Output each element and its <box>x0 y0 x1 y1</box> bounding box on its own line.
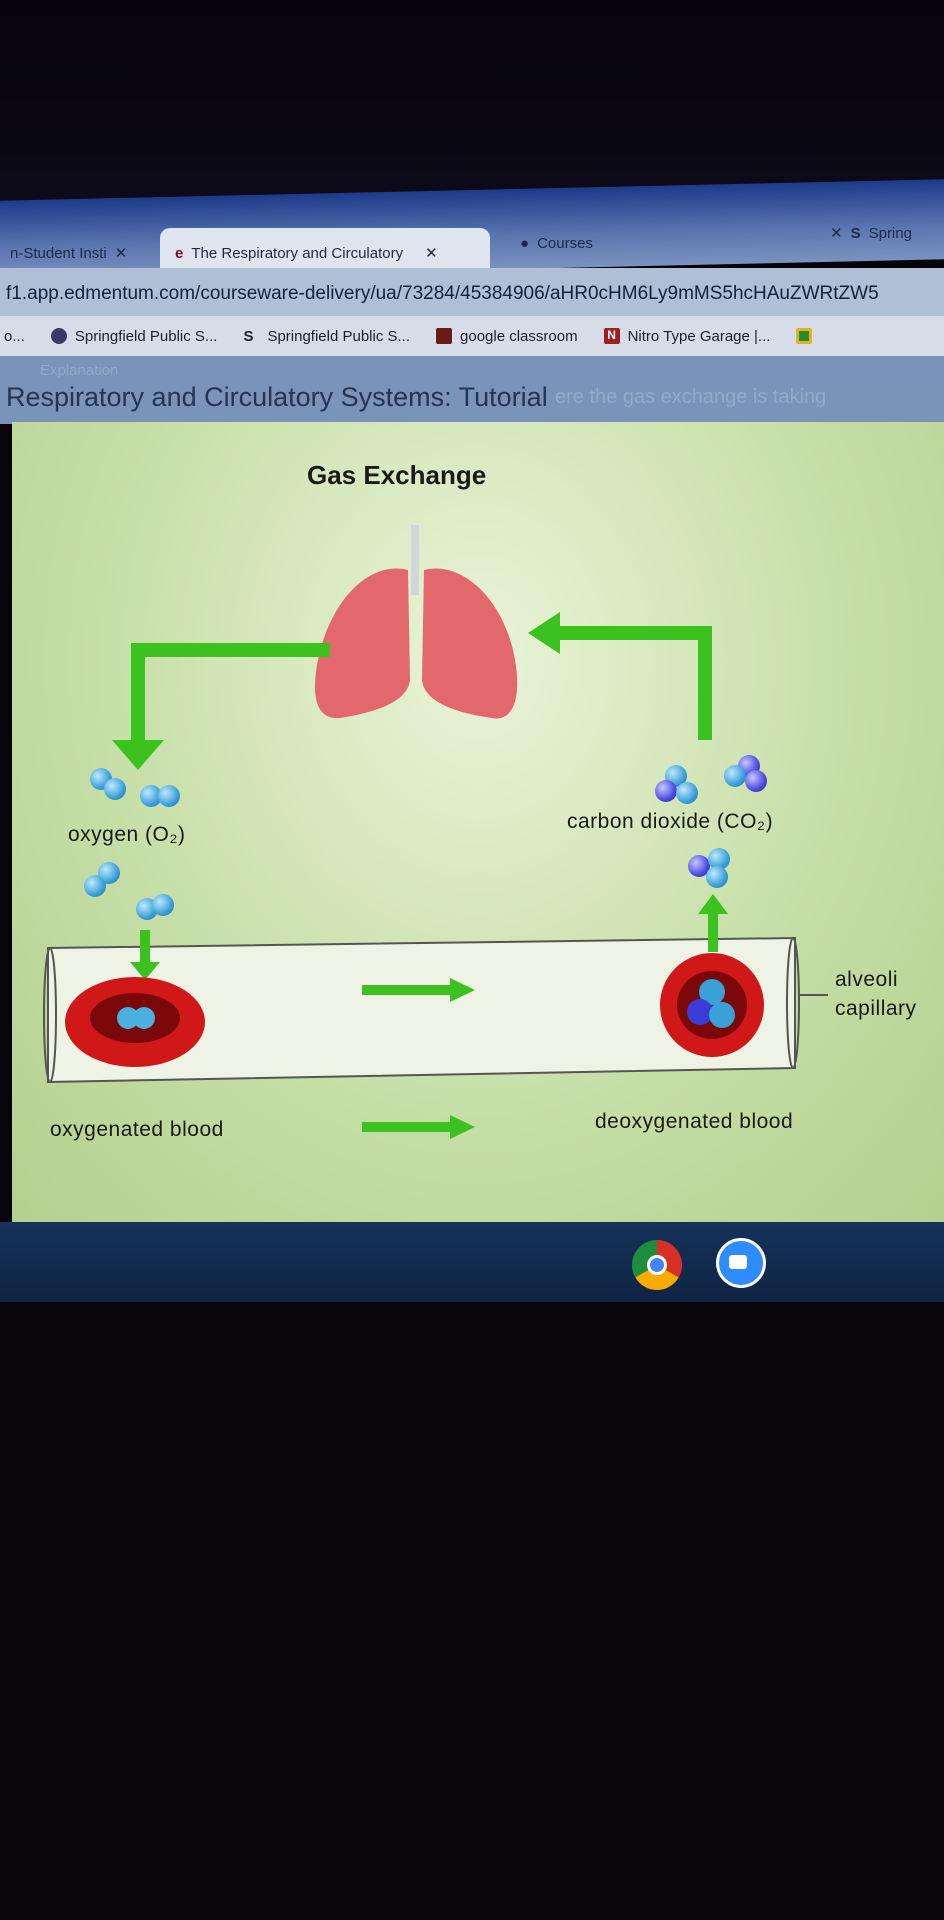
page-header <box>0 356 944 424</box>
lungs-illustration <box>314 525 518 719</box>
tab-respiratory[interactable]: e The Respiratory and Circulatory ✕ <box>165 236 448 270</box>
red-blood-cell-deoxygenated <box>660 953 764 1057</box>
oxygen-molecule <box>158 785 180 807</box>
oxygen-molecule <box>140 785 162 807</box>
sps-icon: S <box>850 224 861 242</box>
bookmark-springfield-2[interactable]: S Springfield Public S... <box>243 327 411 346</box>
url-text: f1.app.edmentum.com/courseware-delivery/… <box>6 283 879 304</box>
flow-arrow-top <box>362 978 475 1002</box>
deoxygenated-blood-label: deoxygenated blood <box>595 1110 794 1133</box>
co2-path-arrow <box>560 626 712 740</box>
co2-molecule <box>688 855 710 877</box>
oxygenated-blood-label: oxygenated blood <box>50 1118 224 1141</box>
classroom-icon <box>436 328 453 344</box>
faded-text: ere the gas exchange is taking <box>555 386 827 408</box>
bookmark-label: o... <box>4 327 25 345</box>
tab-courses[interactable]: ● Courses <box>510 226 603 260</box>
explanation-label: Explanation <box>40 362 119 379</box>
tab-label: n-Student Insti <box>10 244 107 262</box>
flow-arrow-bottom <box>362 1115 475 1139</box>
oxygen-label: oxygen (O₂) <box>68 823 186 846</box>
diagram-graphics <box>43 525 828 1139</box>
courses-icon: ● <box>520 234 530 252</box>
close-icon[interactable]: ✕ <box>830 225 843 242</box>
co2-molecule <box>745 770 767 792</box>
nitro-icon: N <box>603 328 620 344</box>
co2-molecule <box>676 782 698 804</box>
co2-molecule <box>655 780 677 802</box>
alveoli-label: alveoli <box>835 968 899 991</box>
arrow-down-icon <box>130 962 160 980</box>
tab-label: Spring <box>868 224 912 242</box>
co2-molecule <box>724 765 746 787</box>
capillary-tube <box>43 936 828 1084</box>
arrow-up-icon <box>698 894 728 914</box>
tab-active-bg <box>160 228 490 268</box>
os-shelf <box>0 1222 944 1302</box>
arrow-left-icon <box>528 612 560 654</box>
bookmark-springfield-1[interactable]: Springfield Public S... <box>50 327 218 345</box>
bookmark-0[interactable]: o... <box>4 328 25 345</box>
oxygen-molecule <box>104 778 126 800</box>
bookmark-label: google classroom <box>460 327 578 345</box>
oxygen-molecule <box>98 862 120 884</box>
oxygen-path-arrow <box>131 643 330 740</box>
arrow-down-shaft <box>140 930 150 964</box>
oxygen-molecule <box>152 894 174 916</box>
bookmark-nitro-type[interactable]: N Nitro Type Garage |... <box>603 327 771 345</box>
page-title: Respiratory and Circulatory Systems: Tut… <box>6 382 548 412</box>
bookmark-extra[interactable] <box>796 328 813 344</box>
bookmark-label: Nitro Type Garage |... <box>627 327 771 345</box>
tab-label: Courses <box>537 234 593 252</box>
close-icon[interactable]: ✕ <box>425 245 438 262</box>
badge-icon <box>50 328 67 344</box>
co2-molecule <box>706 866 728 888</box>
co2-label: carbon dioxide (CO₂) <box>567 810 774 833</box>
diagram-title: Gas Exchange <box>307 460 487 490</box>
bookmarks-bar: o... Springfield Public S... S Springfiel… <box>0 316 944 356</box>
arrow-up-shaft <box>708 912 718 952</box>
sps-icon: S <box>243 328 254 345</box>
capillary-label: capillary <box>835 997 917 1020</box>
arrow-down-icon <box>112 740 164 770</box>
zoom-icon[interactable] <box>716 1238 766 1288</box>
gas-exchange-diagram <box>12 422 944 1222</box>
co2-molecule <box>708 848 730 870</box>
bookmark-google-classroom[interactable]: google classroom <box>436 328 578 345</box>
chrome-icon[interactable] <box>632 1240 682 1290</box>
close-icon[interactable]: ✕ <box>114 245 128 262</box>
tab-student[interactable]: n-Student Insti ✕ <box>0 236 137 270</box>
extension-icon <box>796 328 813 344</box>
edmentum-icon: e <box>175 244 184 262</box>
address-bar[interactable]: f1.app.edmentum.com/courseware-delivery/… <box>0 268 944 320</box>
bookmark-label: Springfield Public S... <box>267 327 411 345</box>
screen-bezel <box>0 0 944 205</box>
tab-label: The Respiratory and Circulatory <box>191 244 404 262</box>
red-blood-cell-oxygenated <box>65 977 205 1067</box>
tab-spring[interactable]: ✕ S Spring <box>820 216 922 250</box>
bookmark-label: Springfield Public S... <box>74 327 218 345</box>
